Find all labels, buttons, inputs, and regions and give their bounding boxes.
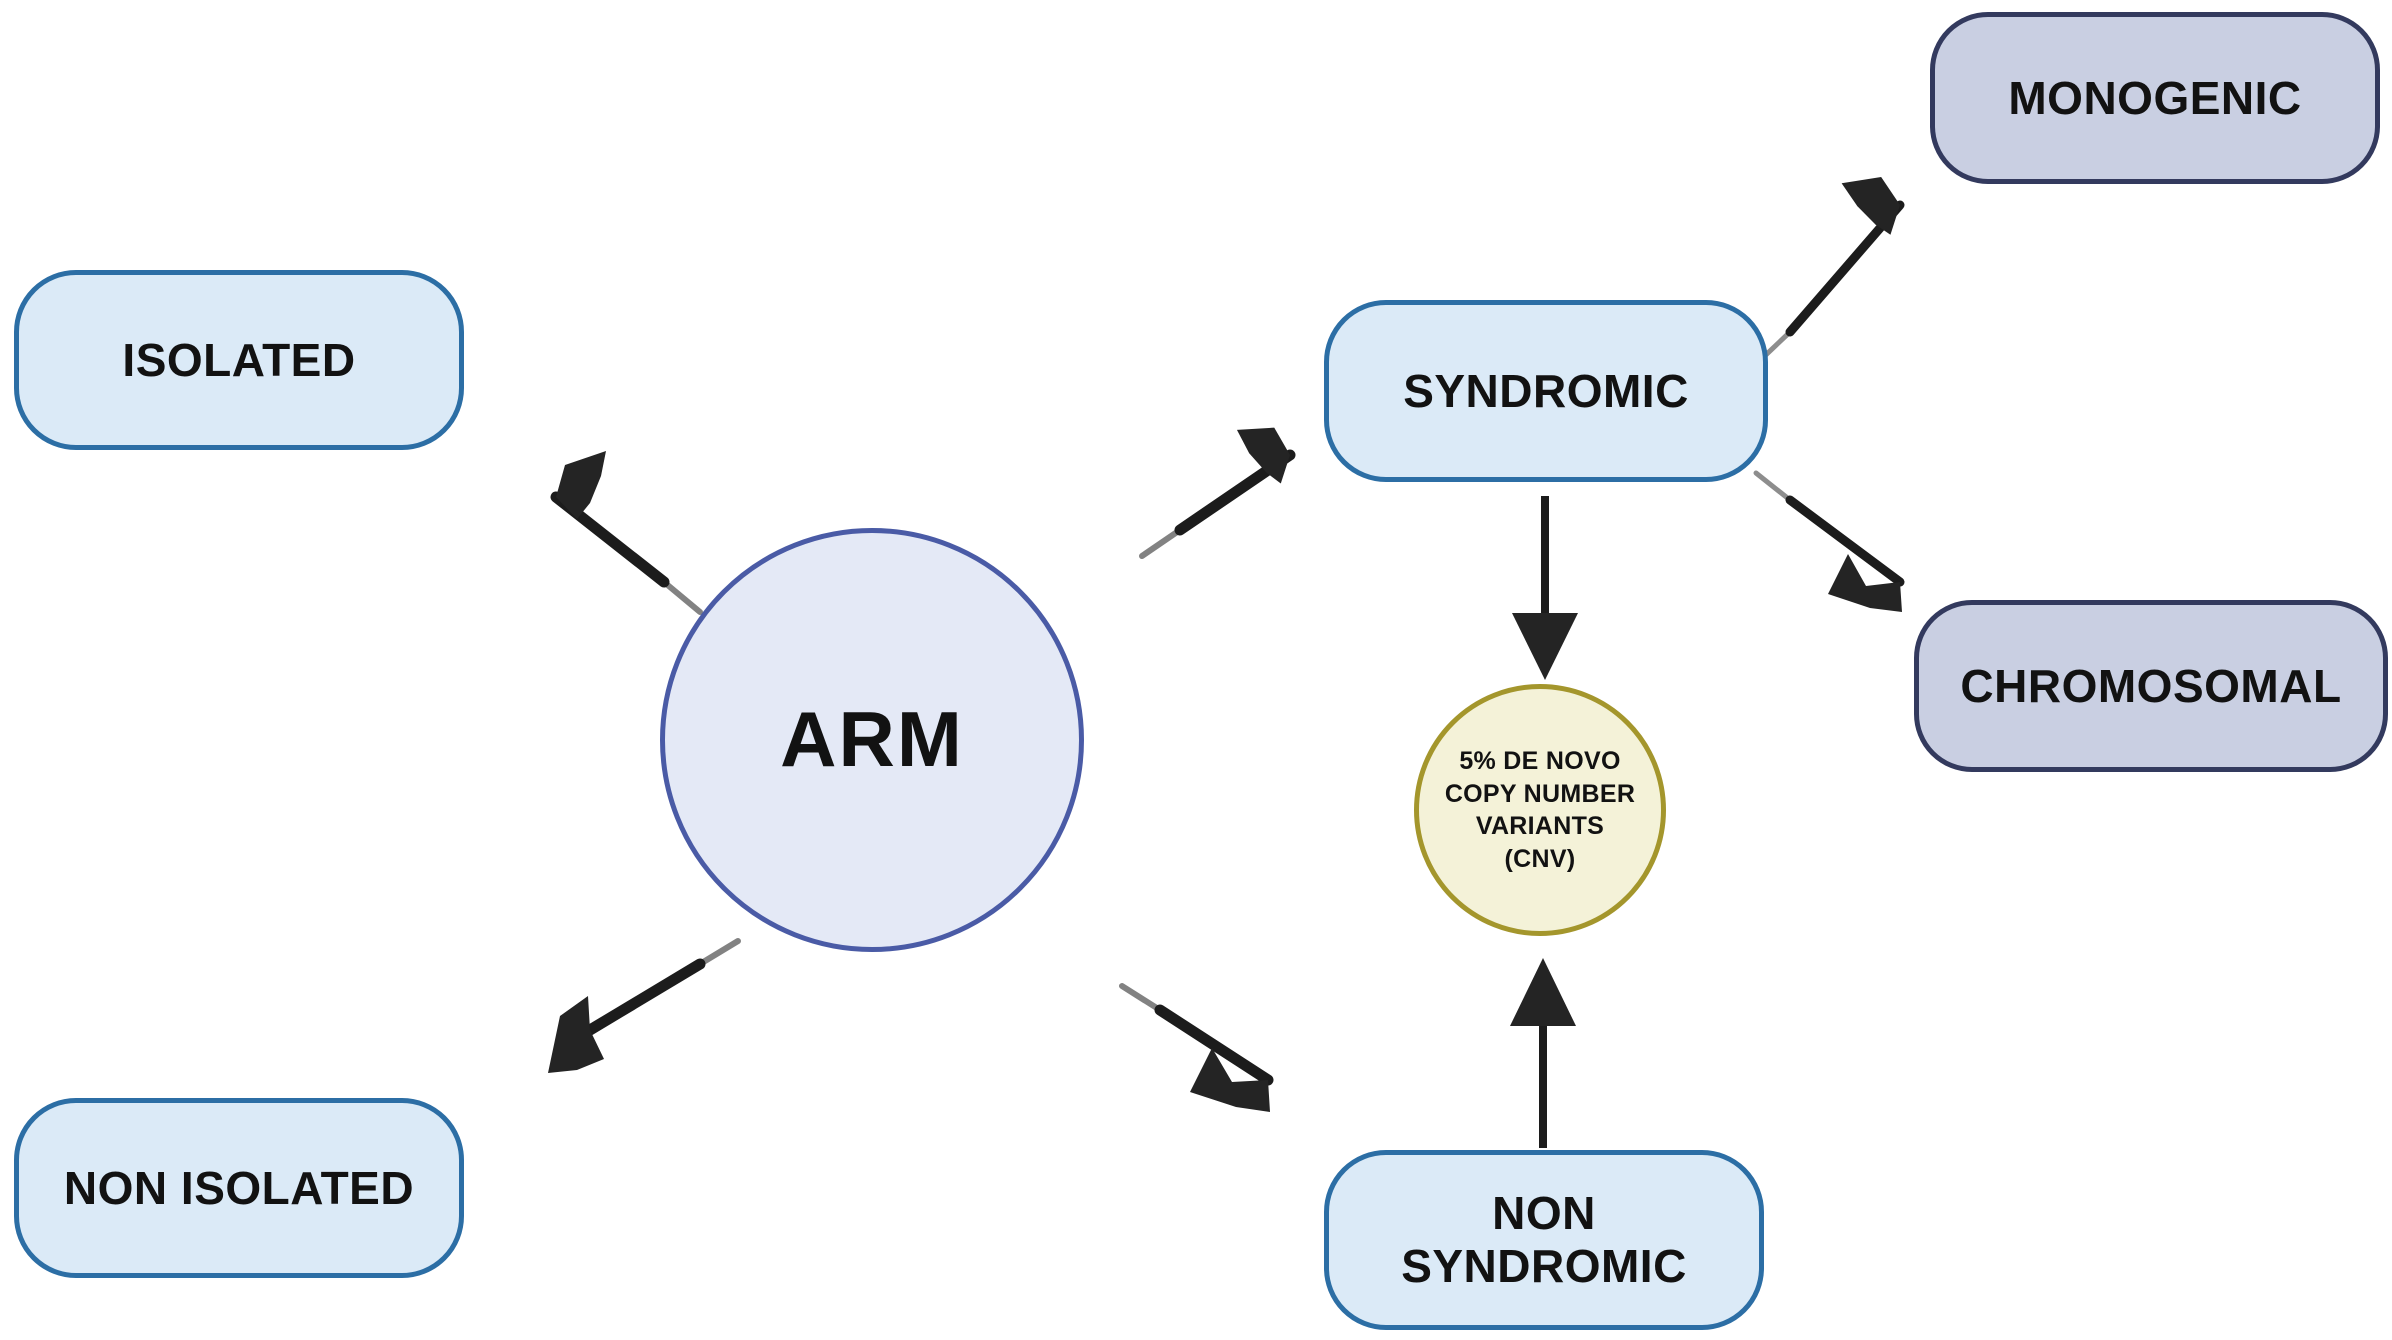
node-isolated[interactable]: ISOLATED (14, 270, 464, 450)
node-cnv[interactable]: 5% DE NOVO COPY NUMBER VARIANTS (CNV) (1414, 684, 1666, 936)
node-monogenic[interactable]: MONOGENIC (1930, 12, 2380, 184)
node-syndromic-label: SYNDROMIC (1403, 364, 1689, 417)
node-non-syndromic-label-line2: SYNDROMIC (1401, 1240, 1687, 1292)
edge-syndromic-to-chromosomal (1753, 470, 1905, 612)
node-syndromic[interactable]: SYNDROMIC (1324, 300, 1768, 482)
node-isolated-label: ISOLATED (122, 333, 356, 386)
edge-syndromic-to-cnv (1512, 496, 1578, 680)
node-non-isolated[interactable]: NON ISOLATED (14, 1098, 464, 1278)
node-non-isolated-label: NON ISOLATED (63, 1161, 415, 1214)
edge-arm-to-non-syndromic (1119, 983, 1274, 1112)
node-arm-label: ARM (780, 695, 964, 784)
node-monogenic-label: MONOGENIC (2008, 71, 2302, 124)
node-cnv-label-line2: COPY NUMBER (1444, 779, 1636, 808)
edge-syndromic-to-monogenic (1749, 177, 1905, 371)
edge-arm-to-syndromic (1139, 427, 1296, 559)
node-chromosomal-label: CHROMOSOMAL (1960, 659, 2342, 712)
node-chromosomal[interactable]: CHROMOSOMAL (1914, 600, 2388, 772)
node-cnv-label-line4: (CNV) (1504, 844, 1576, 873)
edge-non-syndromic-to-cnv (1510, 958, 1576, 1148)
edge-arm-to-isolated (550, 451, 703, 615)
node-non-syndromic-label-line1: NON (1492, 1187, 1596, 1240)
node-cnv-label-line1: 5% DE NOVO (1459, 747, 1621, 775)
edge-arm-to-non-isolated (548, 938, 741, 1073)
node-non-syndromic[interactable]: NON SYNDROMIC (1324, 1150, 1764, 1330)
node-cnv-label-line3: VARIANTS (1475, 812, 1605, 840)
node-arm[interactable]: ARM (660, 528, 1084, 952)
